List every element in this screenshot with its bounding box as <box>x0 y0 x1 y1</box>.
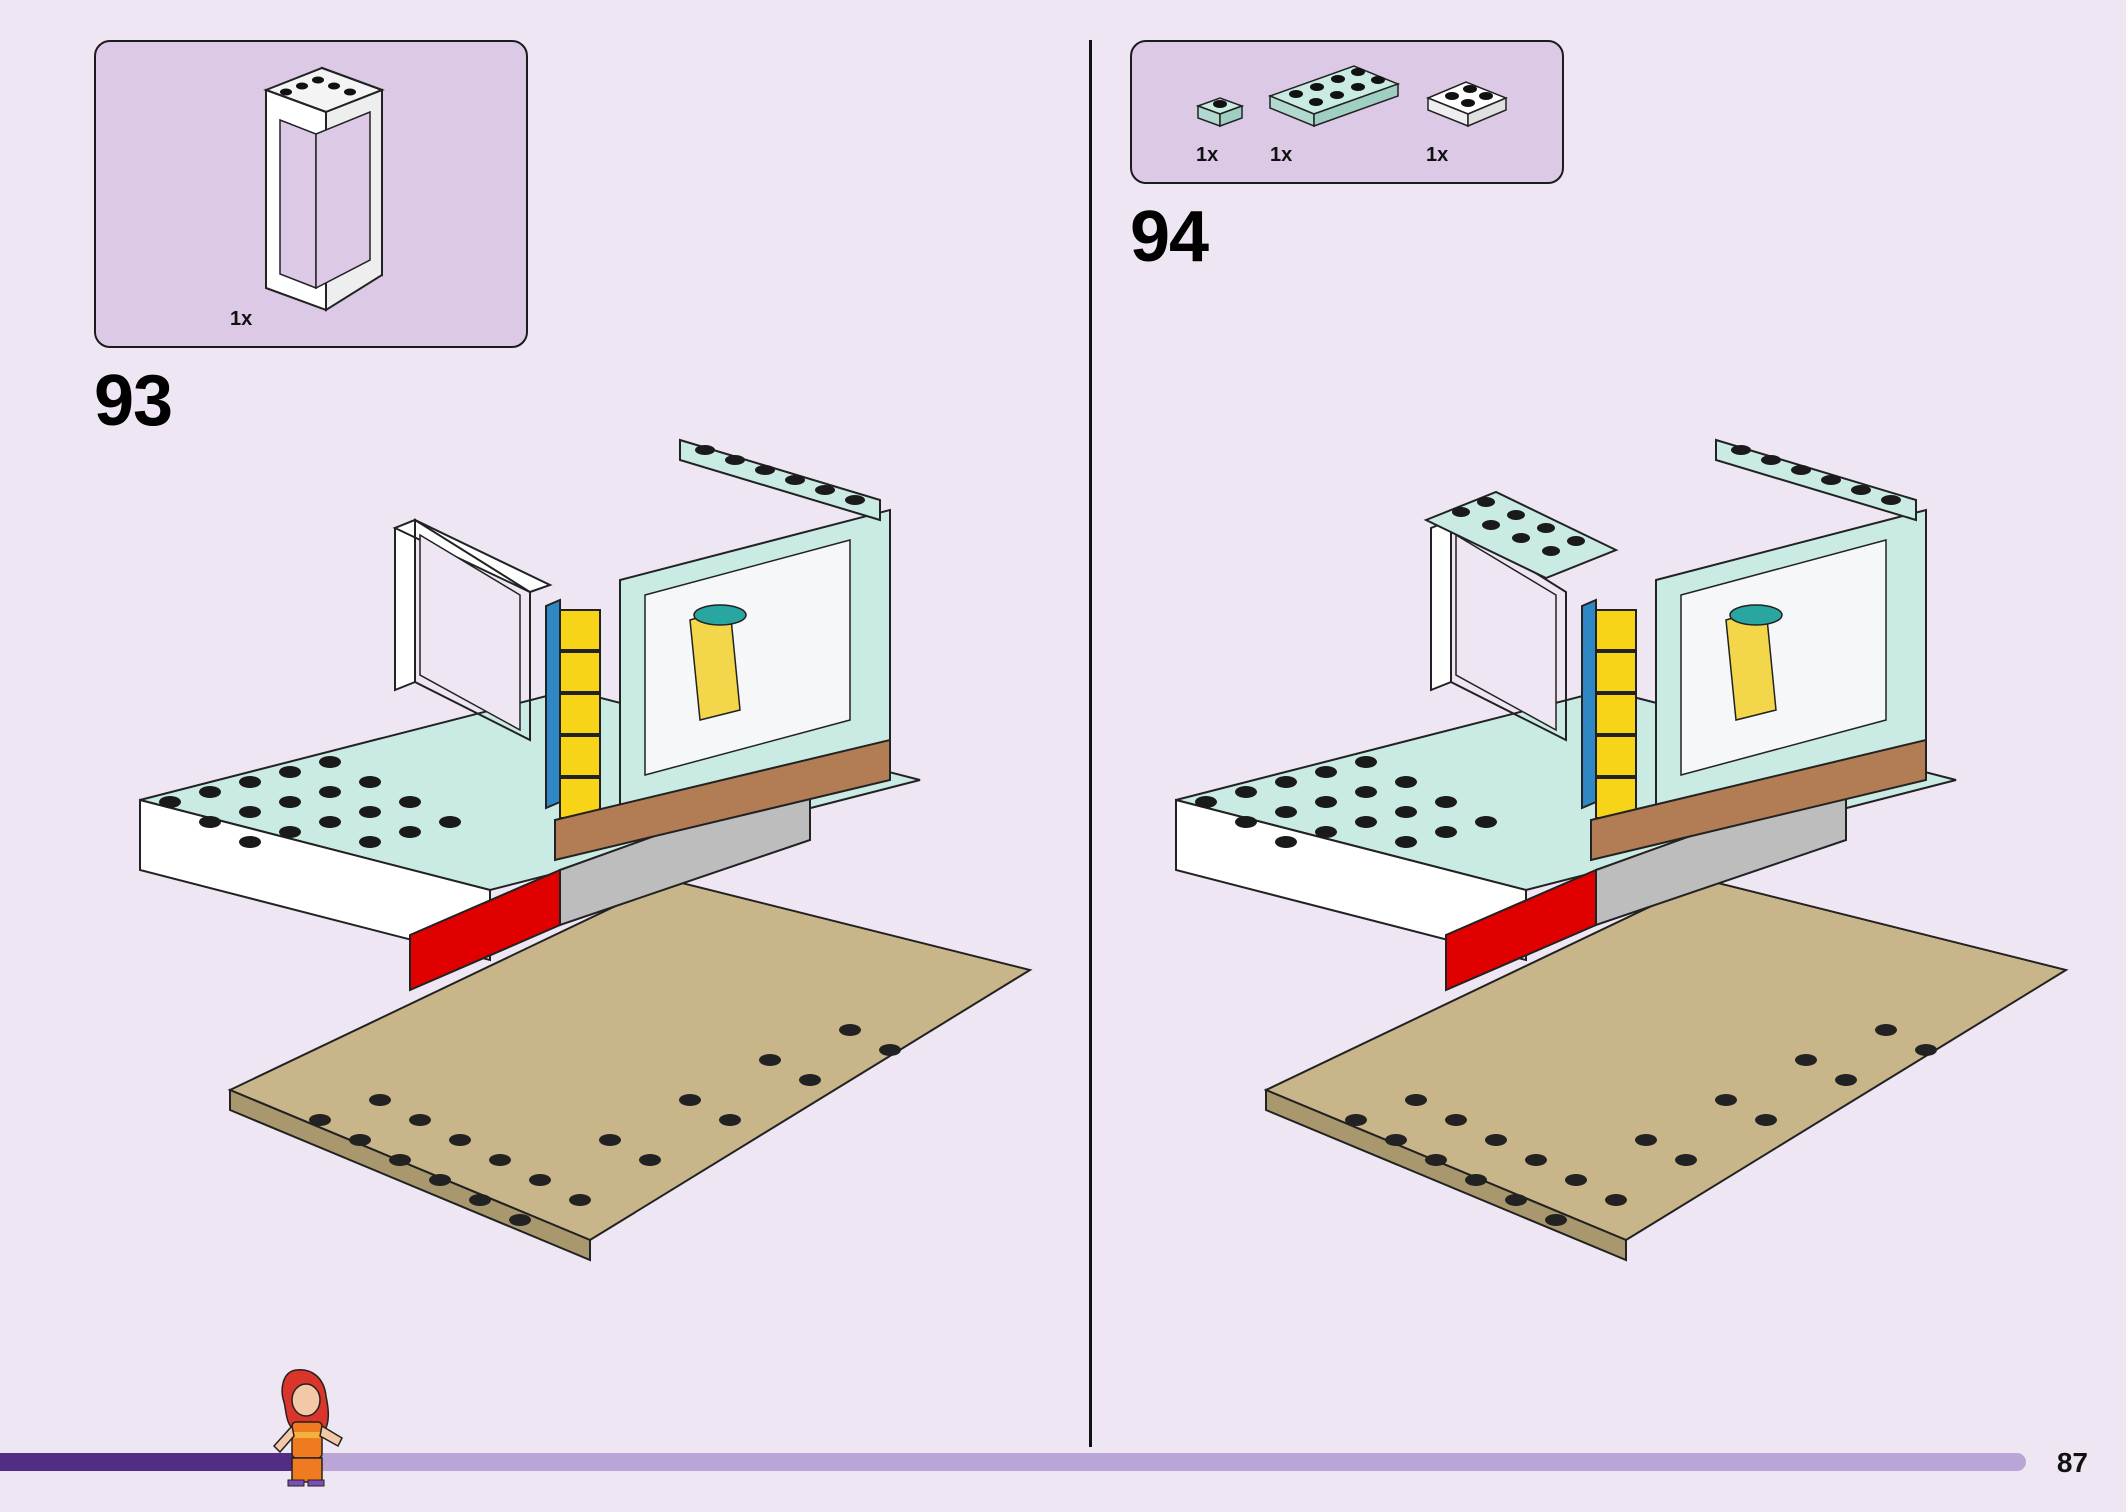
part-quantity: 1x <box>1270 144 1293 166</box>
plate-2x4-part-icon <box>1267 65 1401 128</box>
white-window-frame <box>1430 518 1452 692</box>
step-number-93: 93 <box>94 361 173 441</box>
part-quantity: 1x <box>1196 144 1219 166</box>
brown-brick-wall <box>554 738 891 862</box>
model-assembly-step-93 <box>139 438 1033 1262</box>
brown-brick-wall <box>1590 738 1927 862</box>
part-quantity: 1x <box>1426 144 1449 166</box>
minifigure-icon <box>272 1369 343 1487</box>
progress-fill <box>0 1453 298 1471</box>
page-divider <box>1089 40 1092 1447</box>
tan-baseplate <box>227 878 1033 1242</box>
progress-track <box>0 1453 2026 1471</box>
parts-callout-step-94: 1x 1x 1x <box>1130 40 1564 184</box>
window-frame-part-icon <box>263 66 385 312</box>
page-number: 87 <box>2056 1447 2088 1478</box>
part-quantity: 1x <box>230 308 253 330</box>
step-number-94: 94 <box>1130 197 1209 277</box>
model-assembly-step-94 <box>1175 438 2069 1262</box>
plate-2x2-part-icon <box>1426 81 1508 128</box>
tan-baseplate <box>1263 878 2069 1242</box>
plate-1x1-part-icon <box>1195 97 1245 128</box>
parts-callout-step-93: 1x <box>94 40 528 348</box>
white-window-frame <box>394 518 416 692</box>
